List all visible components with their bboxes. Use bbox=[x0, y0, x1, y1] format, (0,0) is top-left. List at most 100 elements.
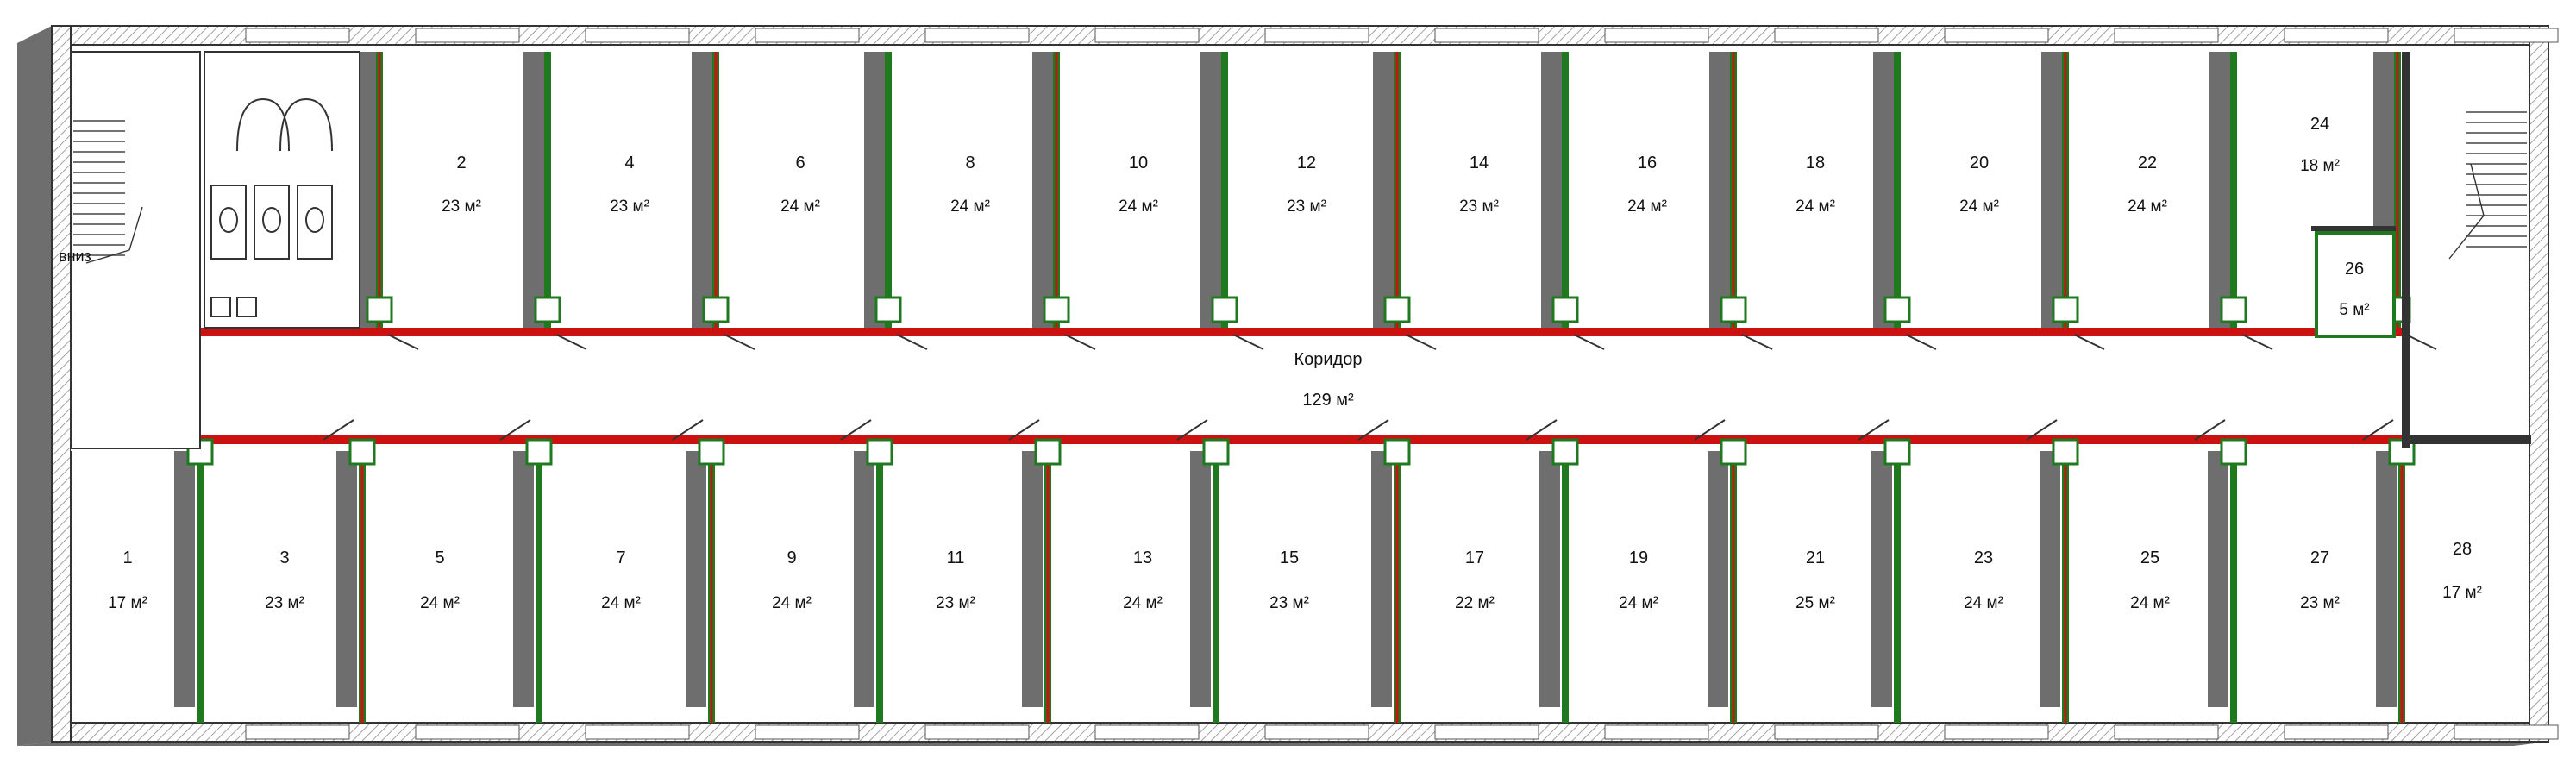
room-number: 27 bbox=[2310, 548, 2329, 567]
wall-room28-top bbox=[2402, 435, 2531, 444]
window-top bbox=[2454, 28, 2559, 43]
room-number: 4 bbox=[624, 154, 634, 172]
column-top bbox=[1383, 296, 1411, 323]
partition-top-core bbox=[546, 52, 549, 328]
doors bbox=[160, 334, 2437, 441]
door-bottom bbox=[1176, 419, 1208, 441]
door-top bbox=[2073, 334, 2105, 350]
partition-shadow-top bbox=[1032, 52, 1053, 328]
column-top bbox=[1043, 296, 1070, 323]
partition-top-core bbox=[378, 52, 381, 328]
room-area: 24 м² bbox=[420, 594, 460, 612]
room-area: 24 м² bbox=[1959, 197, 1999, 216]
room-number: 12 bbox=[1297, 154, 1316, 172]
door-top bbox=[387, 334, 419, 350]
partition-shadow-top bbox=[523, 52, 544, 328]
door-bottom bbox=[499, 419, 531, 441]
column-bottom bbox=[1883, 438, 1911, 466]
shadow-left bbox=[17, 26, 52, 746]
column-top bbox=[1720, 296, 1747, 323]
window-bottom bbox=[2284, 724, 2389, 740]
column-top bbox=[1883, 296, 1911, 323]
column-bottom bbox=[1383, 438, 1411, 466]
window-bottom bbox=[1094, 724, 1200, 740]
corridor-floor bbox=[71, 349, 2513, 451]
window-bottom bbox=[1944, 724, 2049, 740]
room-number: 18 bbox=[1806, 154, 1825, 172]
room-number: 2 bbox=[456, 154, 466, 172]
room-area: 23 м² bbox=[936, 594, 975, 612]
partition-bottom-core bbox=[1395, 448, 1399, 723]
room-area: 24 м² bbox=[1119, 197, 1158, 216]
column-top bbox=[534, 296, 561, 323]
room-number: 16 bbox=[1638, 154, 1657, 172]
partition-bottom-core bbox=[710, 448, 713, 723]
partition-shadow-bottom bbox=[1371, 448, 1392, 707]
door-top bbox=[2405, 334, 2437, 350]
room-area: 24 м² bbox=[1796, 197, 1835, 216]
exterior-walls bbox=[51, 25, 2559, 743]
room-number: 8 bbox=[965, 154, 975, 172]
window-top bbox=[2114, 28, 2219, 43]
partition-top-core bbox=[1732, 52, 1735, 328]
door-top bbox=[2241, 334, 2273, 350]
column-bottom bbox=[698, 438, 725, 466]
room-number: 5 bbox=[435, 548, 444, 567]
partition-shadow-bottom bbox=[1539, 448, 1560, 707]
window-bottom bbox=[2454, 724, 2559, 740]
partition-top-core bbox=[887, 52, 890, 328]
room-number: 13 bbox=[1133, 548, 1152, 567]
room-26-area: 5 м² bbox=[2339, 301, 2369, 319]
door-bottom bbox=[2026, 419, 2058, 441]
door-top bbox=[896, 334, 928, 350]
partition-shadow-bottom bbox=[1022, 448, 1043, 707]
shadow-bottom bbox=[17, 742, 2548, 746]
room-area: 25 м² bbox=[1796, 594, 1835, 612]
partition-bottom-core bbox=[198, 448, 202, 723]
stair-left: вниз bbox=[59, 51, 201, 449]
door-bottom bbox=[2194, 419, 2226, 441]
room-area: 24 м² bbox=[772, 594, 812, 612]
partition-top-core bbox=[2064, 52, 2067, 328]
room-number: 24 bbox=[2310, 115, 2329, 134]
door-top bbox=[1064, 334, 1096, 350]
room-number: 22 bbox=[2138, 154, 2157, 172]
door-bottom bbox=[840, 419, 872, 441]
window-top bbox=[1094, 28, 1200, 43]
column-top bbox=[702, 296, 730, 323]
room-area: 24 м² bbox=[1627, 197, 1667, 216]
room-area: 24 м² bbox=[601, 594, 641, 612]
column-bottom bbox=[2052, 438, 2079, 466]
room-number: 10 bbox=[1129, 154, 1148, 172]
window-top bbox=[1774, 28, 1879, 43]
room-number: 3 bbox=[279, 548, 289, 567]
room-number: 25 bbox=[2140, 548, 2159, 567]
door-top bbox=[555, 334, 587, 350]
partition-bottom-core bbox=[2064, 448, 2067, 723]
partition-top-core bbox=[1395, 52, 1399, 328]
room-area: 24 м² bbox=[2128, 197, 2167, 216]
window-top bbox=[1944, 28, 2049, 43]
room-area: 18 м² bbox=[2300, 157, 2340, 175]
window-top bbox=[755, 28, 860, 43]
room-area: 24 м² bbox=[1123, 594, 1163, 612]
door-bottom bbox=[1357, 419, 1389, 441]
corridor-wall-top bbox=[200, 328, 2408, 336]
window-top bbox=[415, 28, 520, 43]
room-area: 24 м² bbox=[950, 197, 990, 216]
door-top bbox=[1405, 334, 1437, 350]
wall-stair-right bbox=[2402, 52, 2410, 448]
room-number: 7 bbox=[616, 548, 625, 567]
window-bottom bbox=[245, 724, 350, 740]
partition-shadow-bottom bbox=[686, 448, 706, 707]
room-area: 23 м² bbox=[2300, 594, 2340, 612]
stair-right bbox=[2448, 111, 2527, 260]
partition-top-core bbox=[2232, 52, 2235, 328]
window-top bbox=[245, 28, 350, 43]
door-top bbox=[1905, 334, 1937, 350]
room-area: 23 м² bbox=[265, 594, 304, 612]
partition-shadow-top bbox=[2041, 52, 2062, 328]
column-top bbox=[874, 296, 902, 323]
door-bottom bbox=[1858, 419, 1890, 441]
